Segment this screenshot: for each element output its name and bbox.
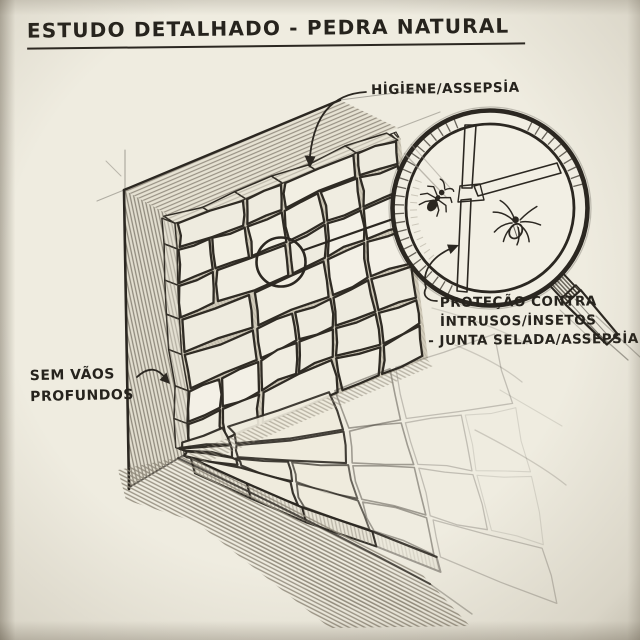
callout-leader-line — [302, 217, 395, 252]
page-title: ESTUDO DETALHADO - PEDRA NATURAL — [26, 13, 526, 50]
label-no-gaps-line2: PROFUNDOS — [30, 386, 135, 406]
magnifier-rim-hatch — [394, 119, 583, 295]
ant-icon — [418, 178, 455, 217]
wall-sketch — [122, 88, 441, 491]
magnifier — [388, 106, 640, 361]
magnified-joints — [456, 124, 562, 293]
hygiene-leader-arrow — [304, 91, 367, 168]
callout — [255, 217, 395, 288]
floor-sketch — [118, 307, 567, 628]
label-protection-line2: İNTRUSOS/İNSETOS — [439, 312, 597, 330]
label-hygiene: HİGİENE/ASSEPSİA — [371, 79, 520, 101]
annotation-arrows — [136, 91, 459, 384]
label-hygiene-text: HİGİENE/ASSEPSİA — [370, 79, 520, 99]
label-protection-line1: PROTEÇÃO CONTRA — [439, 293, 597, 311]
label-protection-line3: - JUNTA SELADA/ASSEPSİA — [428, 330, 639, 350]
callout-circle — [255, 236, 307, 288]
spider-icon — [492, 199, 542, 246]
no-gaps-leader-arrow — [136, 368, 170, 384]
label-no-gaps-line1: SEM VÃOS — [29, 366, 116, 385]
label-no-gaps: SEM VÃOS PROFUNDOS — [30, 364, 135, 408]
construction-lines — [96, 149, 126, 203]
protection-leader-arrow — [423, 244, 459, 302]
wall-stones — [161, 132, 424, 454]
magnifier-handle — [548, 271, 640, 361]
label-protection: PROTEÇÃO CONTRA İNTRUSOS/İNSETOS - JUNTA… — [428, 292, 639, 351]
